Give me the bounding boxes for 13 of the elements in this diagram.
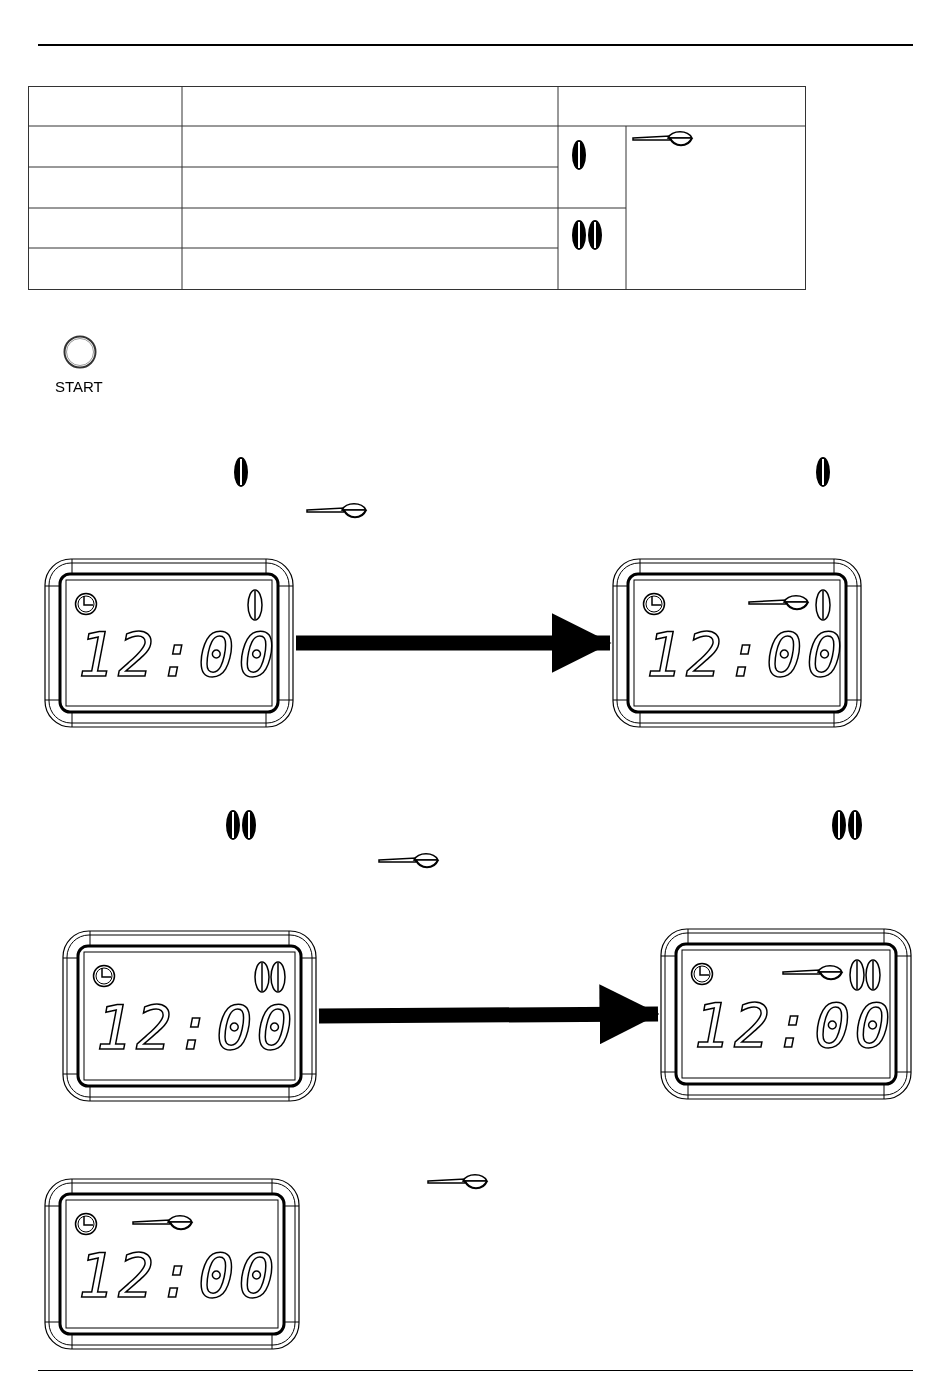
lcd-display — [660, 928, 912, 1100]
clock-digits: 12:00 — [78, 625, 279, 685]
lcd-display — [44, 1178, 300, 1350]
lcd-display — [62, 930, 317, 1102]
clock-digits: 12:00 — [78, 1246, 279, 1306]
button-label: START — [55, 378, 103, 395]
clock-digits: 12:00 — [694, 996, 895, 1056]
arrow — [296, 613, 612, 673]
clock-digits: 12:00 — [646, 625, 847, 685]
lcd-display — [44, 558, 294, 728]
lcd-display — [612, 558, 862, 728]
arrow — [318, 984, 660, 1045]
clock-digits: 12:00 — [96, 998, 297, 1058]
